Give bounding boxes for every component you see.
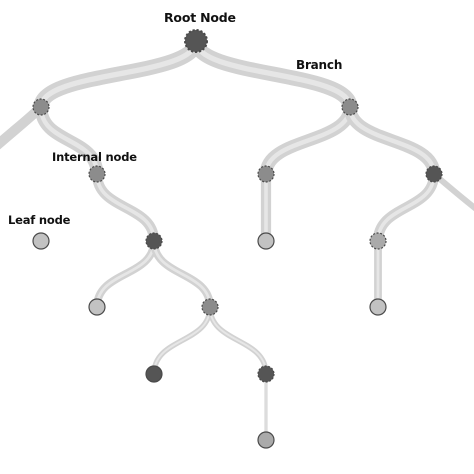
edge-highlight	[152, 239, 212, 309]
edge-highlight	[347, 104, 437, 177]
node-leaf-f	[257, 431, 275, 449]
node-dark-leaf-d	[145, 365, 163, 383]
edge-highlight	[376, 172, 436, 243]
edge-root-right-branch	[188, 33, 358, 115]
edge-dark-node-a-leaf-b	[93, 237, 158, 311]
root-node-label: Root Node	[164, 10, 236, 25]
edge-right-branch-node-g	[259, 100, 357, 181]
edge-node-c-dark-node-e	[207, 304, 269, 377]
edge-dark-node-i-node-j	[372, 168, 440, 247]
branch-label: Branch	[296, 58, 343, 72]
leaf-node-label: Leaf node	[8, 213, 71, 227]
node-dark-node-i	[425, 165, 443, 183]
node-leaf-b	[88, 298, 106, 316]
edge-highlight	[38, 38, 199, 110]
node-dark-node-a	[145, 232, 163, 250]
edge-right-branch-dark-node-i	[343, 100, 441, 181]
edge-left-branch-internal-node	[34, 100, 104, 181]
nodes-layer	[32, 29, 443, 449]
edge-root-left-branch	[33, 33, 204, 115]
edge-highlight	[95, 239, 156, 309]
edge-offscreen-right	[431, 171, 474, 212]
edge-dark-node-a-node-c	[150, 237, 214, 311]
edges-layer	[0, 33, 474, 442]
node-node-j	[369, 232, 387, 250]
node-node-g	[257, 165, 275, 183]
edge-highlight	[153, 306, 211, 375]
edge-highlight	[193, 38, 353, 110]
edge-internal-node-dark-node-a	[91, 168, 160, 247]
node-leaf-node	[32, 232, 50, 250]
edge-highlight	[209, 306, 267, 375]
node-internal-node	[88, 165, 106, 183]
edge-highlight	[95, 172, 156, 243]
edge-highlight	[38, 104, 100, 177]
edge-node-c-dark-leaf-d	[151, 304, 213, 377]
internal-node-label: Internal node	[52, 150, 137, 164]
node-right-branch	[341, 98, 359, 116]
node-dark-node-e	[257, 365, 275, 383]
edge-highlight	[263, 104, 353, 177]
node-leaf-h	[257, 232, 275, 250]
node-leaf-k	[369, 298, 387, 316]
node-left-branch	[32, 98, 50, 116]
edge-offscreen-left	[0, 102, 46, 150]
node-root	[184, 29, 208, 53]
node-node-c	[201, 298, 219, 316]
